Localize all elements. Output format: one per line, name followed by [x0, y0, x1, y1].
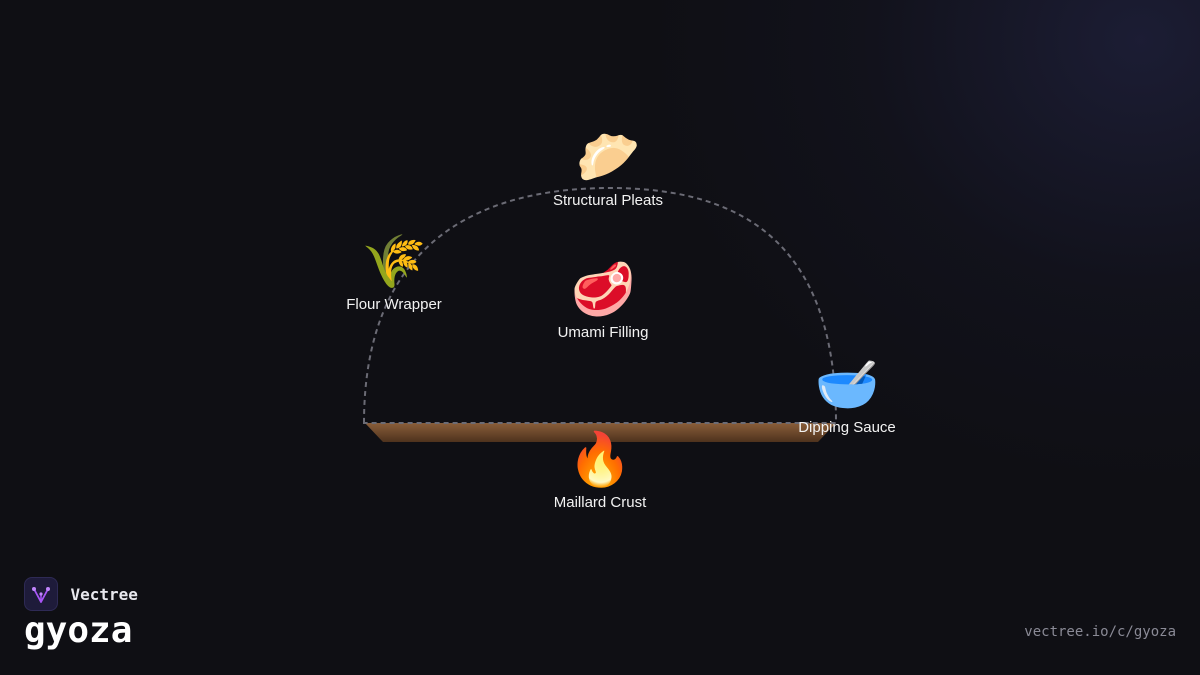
- wheat-icon: 🌾: [361, 232, 427, 292]
- node-label: Umami Filling: [557, 324, 649, 341]
- pan-base: [365, 423, 836, 442]
- node-structural-pleats: 🥟 Structural Pleats: [553, 128, 663, 209]
- dome-outline: [362, 186, 838, 424]
- node-label: Structural Pleats: [552, 192, 664, 209]
- node-label: Maillard Crust: [553, 494, 647, 511]
- page-url[interactable]: vectree.io/c/gyoza: [1024, 624, 1176, 640]
- node-maillard-crust: 🔥 Maillard Crust: [554, 430, 647, 511]
- brand: Vectree: [24, 577, 138, 611]
- bowl-with-spoon-icon: 🥣: [814, 355, 880, 415]
- dumpling-icon: 🥟: [575, 128, 641, 188]
- page-title: gyoza: [24, 610, 133, 651]
- node-label: Flour Wrapper: [346, 296, 442, 313]
- vectree-logo-icon: [24, 577, 58, 611]
- node-label: Dipping Sauce: [798, 419, 896, 436]
- fire-icon: 🔥: [567, 430, 633, 490]
- brand-name: Vectree: [70, 584, 138, 604]
- meat-icon: 🥩: [570, 260, 636, 320]
- node-flour-wrapper: 🌾 Flour Wrapper: [346, 232, 442, 313]
- node-umami-filling: 🥩 Umami Filling: [558, 260, 649, 341]
- node-dipping-sauce: 🥣 Dipping Sauce: [798, 355, 896, 436]
